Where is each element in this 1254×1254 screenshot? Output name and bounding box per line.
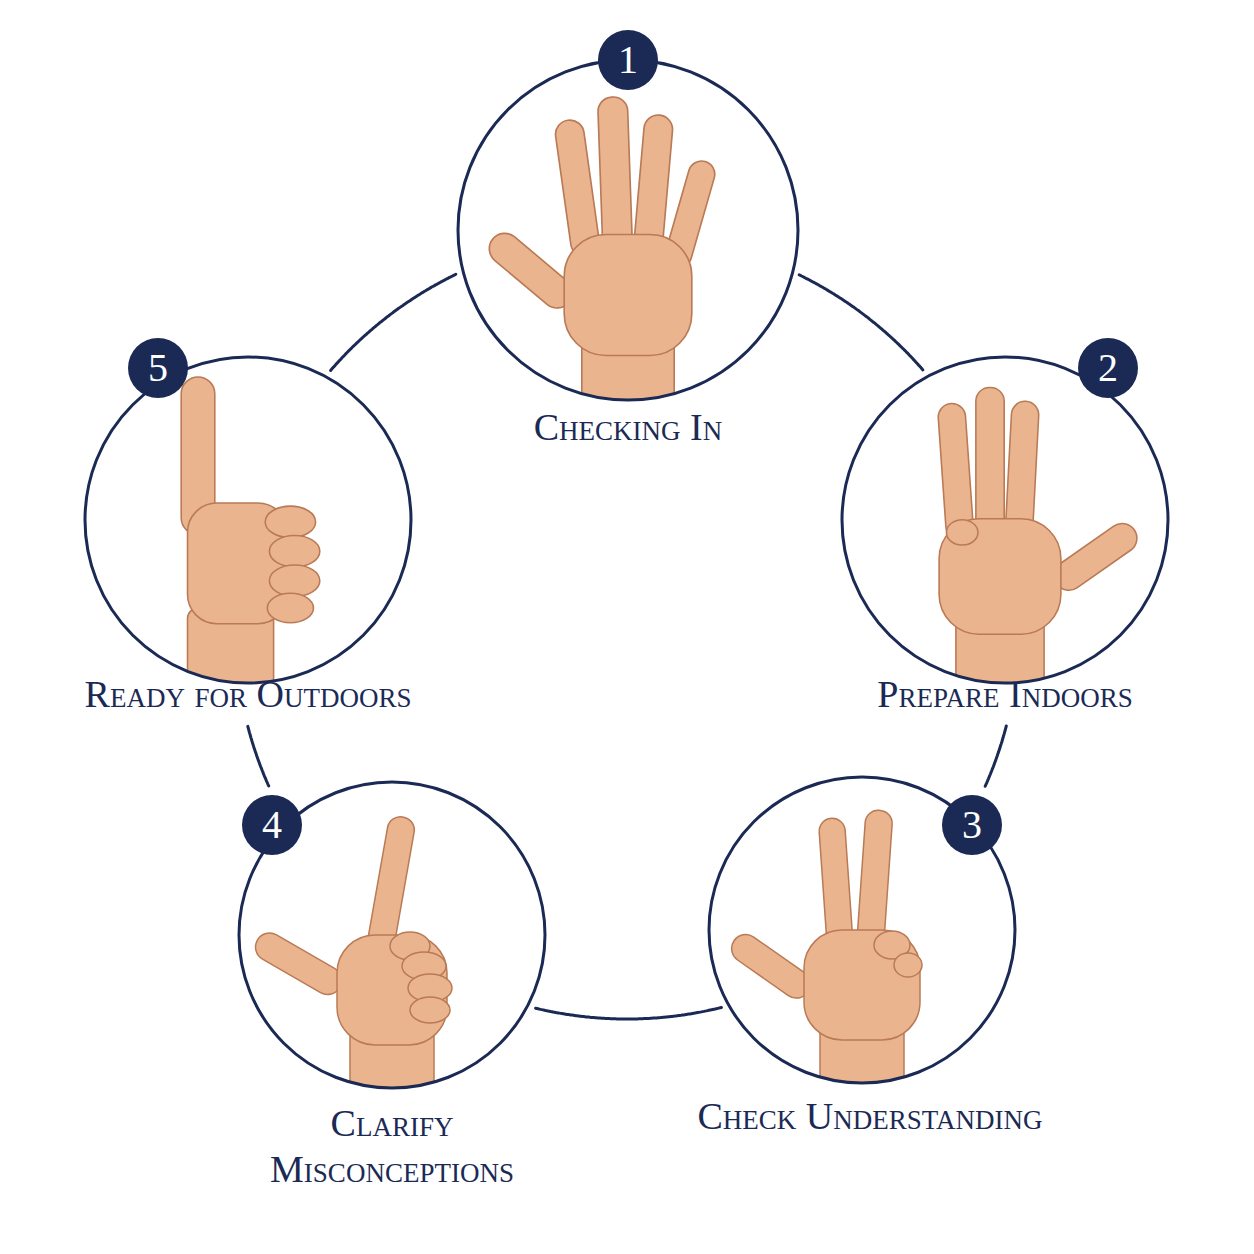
step-circle: 1Checking In [456, 58, 800, 402]
step-label: Ready for Outdoors [85, 672, 412, 718]
step-circle: 5Ready for Outdoors [83, 355, 413, 685]
step-number: 5 [128, 338, 188, 398]
step-label: Checking In [534, 405, 723, 451]
circle-outline [840, 355, 1170, 685]
cycle-connector [248, 726, 269, 786]
step-label: Check Understanding [697, 1094, 1042, 1140]
step-number: 2 [1078, 338, 1138, 398]
step-circle: 3Check Understanding [707, 775, 1017, 1085]
three-finger-hand [726, 809, 922, 1145]
step-circle: 4Clarify Misconceptions [237, 780, 547, 1090]
cycle-connector [799, 275, 923, 370]
circle-outline [456, 58, 800, 402]
step-number: 4 [242, 795, 302, 855]
step-circle: 2Prepare Indoors [840, 355, 1170, 685]
circle-border [239, 782, 545, 1088]
cycle-connector [985, 726, 1006, 786]
pointing-hand [250, 815, 452, 1150]
cycle-connector [536, 1008, 722, 1020]
step-label: Clarify Misconceptions [242, 1101, 542, 1192]
circle-outline [83, 355, 413, 685]
circle-border [709, 777, 1015, 1083]
step-label: Prepare Indoors [877, 672, 1132, 718]
step-number: 3 [942, 795, 1002, 855]
cycle-connector [331, 274, 456, 370]
circle-border [85, 357, 411, 683]
circle-border [842, 357, 1168, 683]
circle-border [458, 60, 798, 400]
step-number: 1 [598, 30, 658, 90]
